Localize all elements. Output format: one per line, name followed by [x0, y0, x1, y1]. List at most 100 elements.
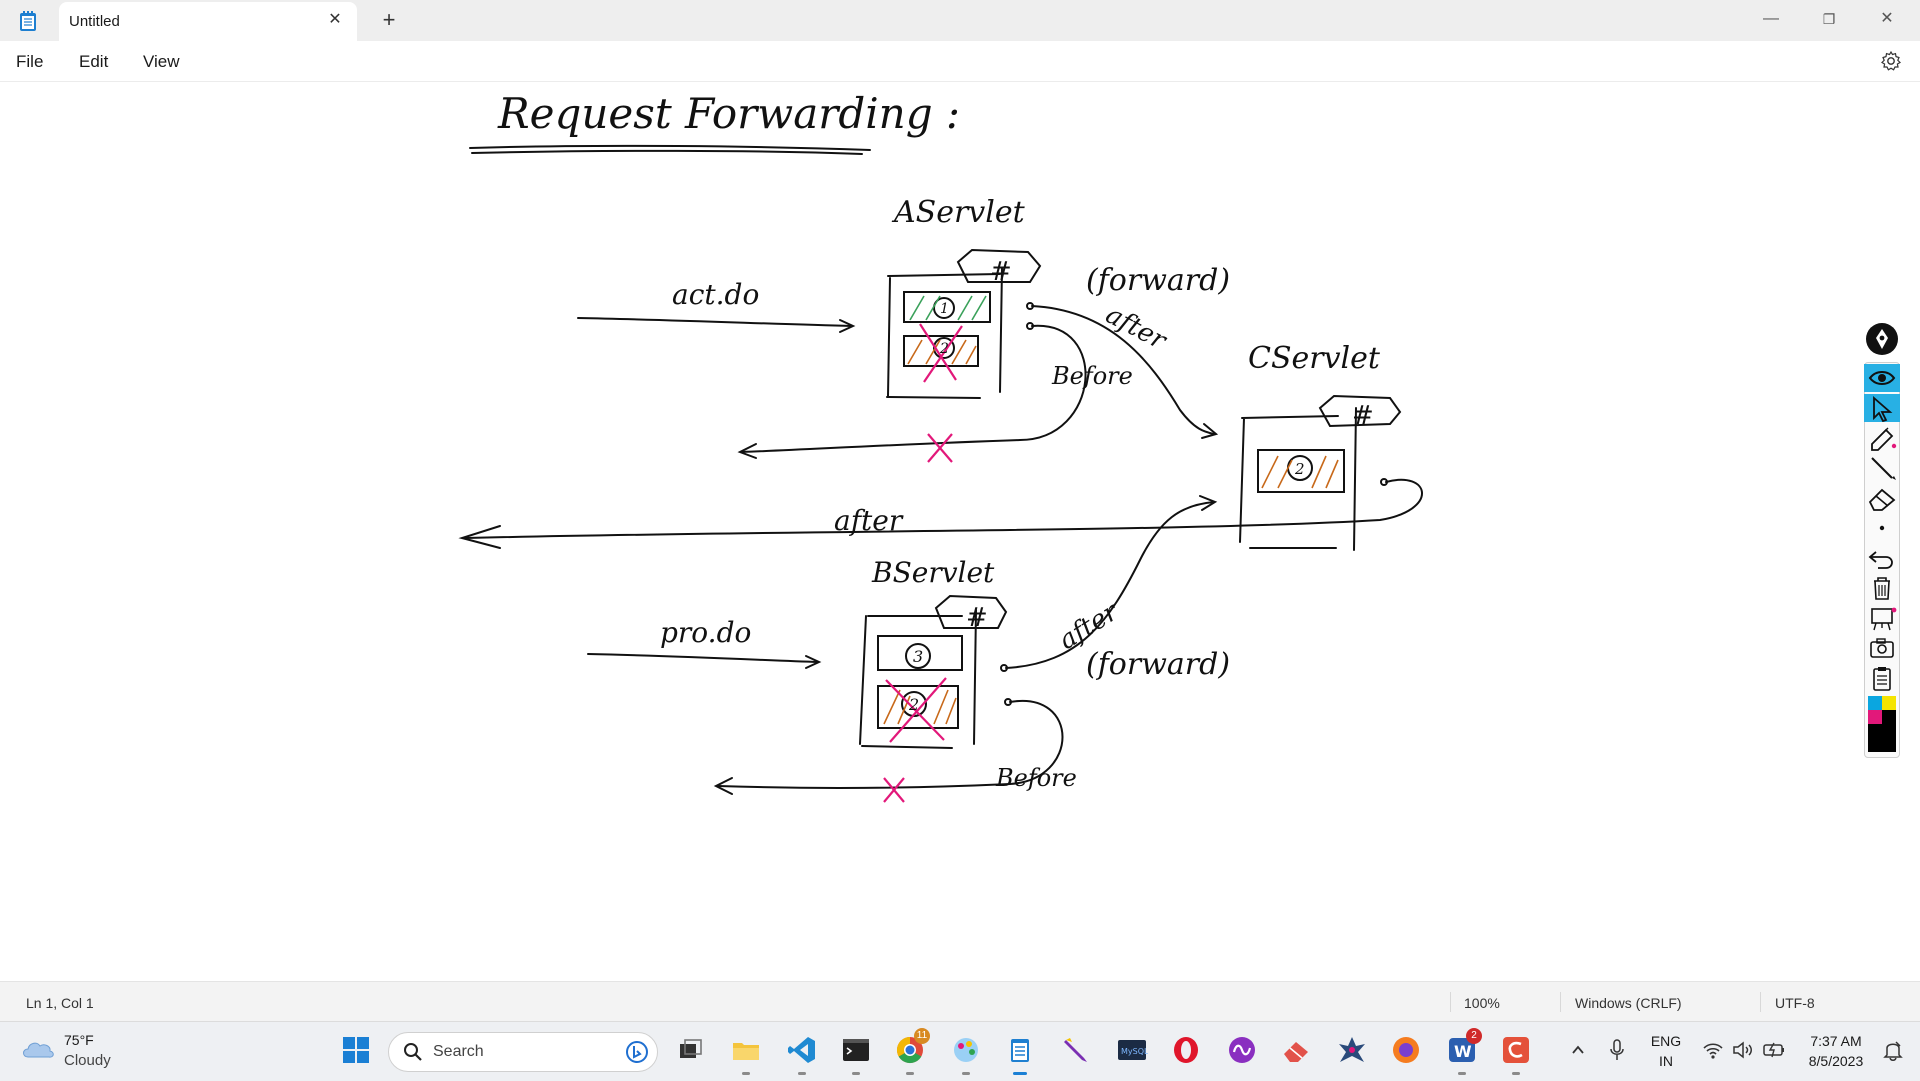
forward-bottom-label: (forward): [1086, 647, 1230, 682]
aservlet-label: AServlet: [891, 195, 1026, 230]
running-indicator: [798, 1072, 806, 1075]
notepad-icon[interactable]: [1004, 1034, 1036, 1066]
wifi-icon[interactable]: [1702, 1040, 1724, 1060]
pointer-icon[interactable]: [1864, 394, 1900, 422]
cservlet-step-2: 2: [1294, 460, 1305, 478]
vscode-icon[interactable]: [786, 1034, 818, 1066]
eraser-icon[interactable]: [1864, 484, 1900, 512]
dot-icon[interactable]: [1864, 514, 1900, 542]
pen-tool-icon[interactable]: [1864, 322, 1900, 356]
board-icon[interactable]: [1864, 604, 1900, 632]
chrome-icon[interactable]: [894, 1034, 926, 1066]
terminal-icon[interactable]: [840, 1034, 872, 1066]
gear-icon[interactable]: [1880, 50, 1902, 72]
trash-icon[interactable]: [1864, 574, 1900, 602]
search-icon: [404, 1043, 422, 1061]
paint-icon[interactable]: [950, 1034, 982, 1066]
tab-title: Untitled: [69, 13, 120, 30]
title-bar: Untitled ✕ + — ❐ ✕: [0, 0, 1920, 41]
bservlet-hash: #: [966, 603, 988, 633]
color-palette-icon[interactable]: [1868, 696, 1896, 756]
notification-bell-icon[interactable]: [1882, 1038, 1904, 1062]
active-indicator: [1013, 1072, 1027, 1075]
aservlet-before-arrow: [741, 324, 1087, 453]
bservlet-hash-tag: [934, 594, 1008, 629]
eraser-app-icon[interactable]: [1280, 1034, 1312, 1066]
bing-icon[interactable]: [625, 1040, 649, 1064]
pro-do-arrow: [587, 653, 819, 663]
new-tab-button[interactable]: +: [382, 7, 396, 32]
status-divider: [1760, 992, 1761, 1012]
running-indicator: [962, 1072, 970, 1075]
bservlet-cross-path: [883, 777, 905, 803]
svg-text:W: W: [1454, 1042, 1472, 1061]
drawing-title: Request Forwarding :: [497, 89, 960, 138]
line-icon[interactable]: [1864, 454, 1900, 482]
task-view-icon[interactable]: [674, 1034, 706, 1066]
encoding[interactable]: UTF-8: [1775, 995, 1815, 1011]
aservlet-forward-arrow: [1031, 305, 1215, 435]
weather-condition[interactable]: Cloudy: [64, 1052, 111, 1069]
menu-file[interactable]: File: [16, 52, 44, 71]
svg-text:MySQL: MySQL: [1121, 1047, 1148, 1056]
status-divider: [1450, 992, 1451, 1012]
meta-icon[interactable]: [1226, 1034, 1258, 1066]
word-badge: 2: [1466, 1028, 1482, 1044]
pen-app-icon[interactable]: [1060, 1034, 1092, 1066]
camera-icon[interactable]: [1864, 634, 1900, 662]
microphone-icon[interactable]: [1608, 1038, 1626, 1062]
weather-temperature[interactable]: 75°F: [64, 1032, 94, 1048]
clock-time[interactable]: 7:37 AM: [1810, 1033, 1862, 1049]
editor-canvas[interactable]: Request Forwarding : AServlet CServlet B…: [0, 82, 1920, 980]
restore-button[interactable]: ❐: [1822, 11, 1836, 27]
annotation-toolbar: [1864, 322, 1900, 758]
tab-untitled[interactable]: Untitled ✕: [59, 2, 357, 41]
cservlet-hash: #: [1352, 401, 1374, 431]
opera-icon[interactable]: [1170, 1034, 1202, 1066]
forward-top-label: (forward): [1086, 263, 1230, 298]
cservlet-hash-tag: [1318, 394, 1402, 428]
cloud-icon[interactable]: [20, 1035, 56, 1063]
undo-icon[interactable]: [1864, 544, 1900, 572]
battery-icon[interactable]: [1762, 1040, 1786, 1060]
clipboard-icon[interactable]: [1864, 664, 1900, 692]
region-indicator[interactable]: IN: [1659, 1053, 1673, 1069]
minimize-button[interactable]: —: [1763, 10, 1779, 27]
volume-icon[interactable]: [1732, 1040, 1754, 1060]
aservlet-step-2: 2: [939, 341, 949, 357]
cservlet-label: CServlet: [1248, 341, 1381, 376]
close-tab-icon[interactable]: ✕: [328, 11, 342, 28]
file-explorer-icon[interactable]: [730, 1034, 762, 1066]
highlighter-icon[interactable]: [1864, 424, 1900, 452]
annotation-drawing: Request Forwarding : AServlet CServlet B…: [458, 89, 1423, 803]
word-icon[interactable]: W: [1446, 1034, 1478, 1066]
chevron-up-icon[interactable]: [1570, 1042, 1586, 1058]
clock-date[interactable]: 8/5/2023: [1808, 1053, 1864, 1069]
c-app-icon[interactable]: [1500, 1034, 1532, 1066]
act-do-label: act.do: [672, 278, 759, 311]
menu-edit[interactable]: Edit: [79, 52, 109, 71]
bservlet-box: [859, 609, 977, 749]
eye-icon[interactable]: [1864, 364, 1900, 392]
cservlet-response-arrow: [465, 478, 1423, 539]
firefox-icon[interactable]: [1390, 1034, 1422, 1066]
language-indicator[interactable]: ENG: [1650, 1033, 1682, 1049]
mysql-icon[interactable]: MySQL: [1116, 1034, 1148, 1066]
menu-bar: File Edit View: [0, 41, 1920, 82]
search-label: Search: [433, 1043, 484, 1060]
bservlet-label: BServlet: [871, 556, 995, 589]
before-bottom-label: Before: [995, 764, 1077, 792]
windows-start-icon[interactable]: [340, 1034, 372, 1066]
taskbar: 75°F Cloudy Search 11: [0, 1021, 1920, 1081]
running-indicator: [742, 1072, 750, 1075]
menu-view[interactable]: View: [143, 52, 180, 71]
close-window-button[interactable]: ✕: [1880, 10, 1894, 27]
game-icon[interactable]: [1336, 1034, 1368, 1066]
zoom-level[interactable]: 100%: [1464, 995, 1500, 1011]
taskbar-search[interactable]: Search: [388, 1032, 658, 1072]
running-indicator: [1458, 1072, 1466, 1075]
line-ending[interactable]: Windows (CRLF): [1575, 995, 1682, 1011]
bservlet-cross-box: [885, 677, 947, 743]
pro-do-label: pro.do: [660, 616, 751, 649]
aservlet-hash-tag: [956, 248, 1042, 283]
